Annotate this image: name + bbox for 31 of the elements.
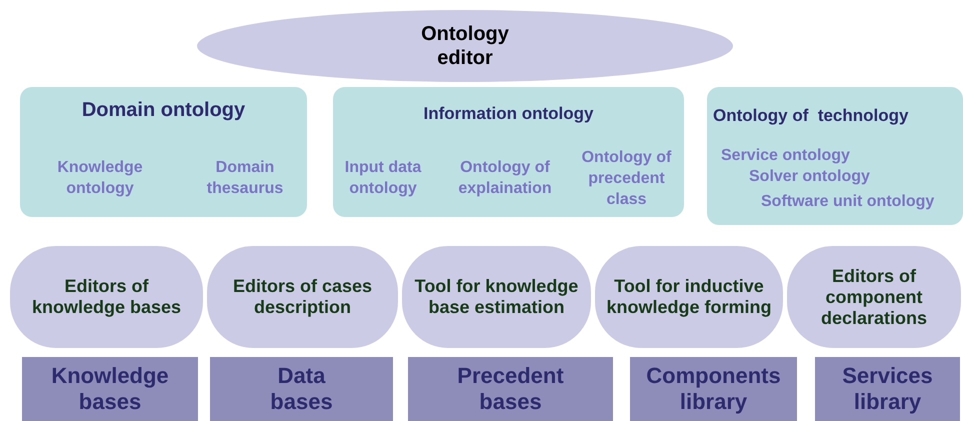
sub-ontology-label: Solver ontology bbox=[749, 167, 871, 187]
ontology-panel bbox=[707, 87, 963, 225]
sub-ontology-label: Ontology of explaination bbox=[457, 158, 553, 199]
node-label: Editors of component declarations bbox=[820, 266, 928, 328]
storage-box bbox=[210, 357, 393, 421]
node-label: Tool for inductive knowledge forming bbox=[605, 276, 772, 318]
sub-ontology-label: Service ontology bbox=[721, 146, 851, 166]
panel-heading: Information ontology bbox=[422, 103, 594, 125]
sub-ontology-label: Domain thesaurus bbox=[206, 158, 284, 199]
sub-ontology-label: Software unit ontology bbox=[761, 192, 936, 212]
node-label: Components library bbox=[645, 363, 782, 415]
storage-box bbox=[630, 357, 797, 421]
node-label: Knowledge bases bbox=[50, 363, 170, 415]
storage-box bbox=[815, 357, 960, 421]
sub-ontology-label: Ontology of precedent class bbox=[580, 148, 672, 210]
sub-ontology-label: Input data ontology bbox=[344, 158, 422, 199]
tool-shape bbox=[785, 244, 963, 350]
node-label: Data bases bbox=[269, 363, 334, 415]
ontology-panel bbox=[333, 87, 684, 217]
storage-box bbox=[408, 357, 613, 421]
node-label: Ontology editor bbox=[420, 22, 510, 70]
node-label: Editors of knowledge bases bbox=[30, 276, 182, 318]
node-label: Precedent bases bbox=[456, 363, 565, 415]
panel-heading: Ontology of technology bbox=[713, 105, 910, 127]
node-label: Services library bbox=[841, 363, 934, 415]
ontology-panel bbox=[20, 87, 307, 217]
node-label: Tool for knowledge base estimation bbox=[414, 276, 580, 318]
node-label: Editors of cases description bbox=[232, 276, 374, 318]
panel-heading: Domain ontology bbox=[80, 99, 246, 121]
sub-ontology-label: Knowledge ontology bbox=[56, 158, 144, 199]
storage-box bbox=[22, 357, 198, 421]
